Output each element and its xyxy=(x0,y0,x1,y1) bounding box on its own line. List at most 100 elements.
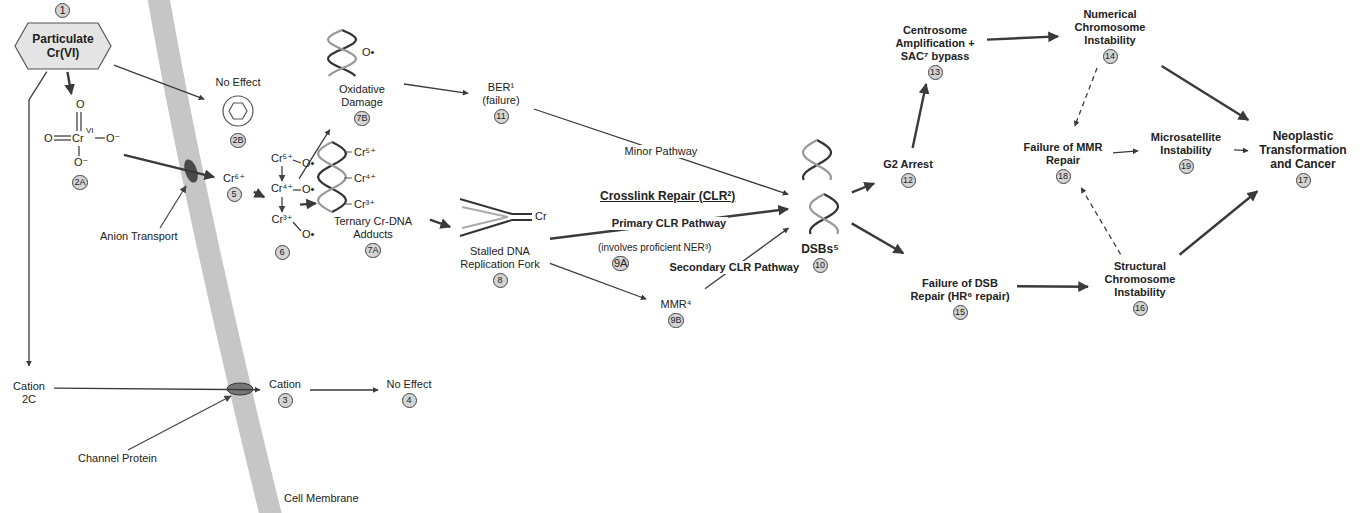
flow-step: No Effect2B xyxy=(206,74,270,150)
bond xyxy=(78,146,79,156)
node-text: Microsatellite Instability xyxy=(1142,131,1230,157)
callout-number: 10 xyxy=(813,258,828,273)
replication-fork xyxy=(460,199,532,236)
callout-number: 9B xyxy=(668,313,683,328)
arrow xyxy=(293,160,301,163)
bond xyxy=(54,139,71,140)
dna-strand xyxy=(810,194,838,234)
flow-arrow xyxy=(1162,66,1249,120)
text-label: Anion Transport xyxy=(100,230,178,243)
text-label: Cr³⁺ xyxy=(354,198,375,211)
arrow xyxy=(281,197,282,212)
flow-step: Oxidative Damage7B xyxy=(322,28,402,128)
flow-step: Numerical Chromosome Instability 14 xyxy=(1060,2,1160,66)
strand xyxy=(462,207,508,217)
flow-arrow xyxy=(68,72,72,94)
flow-step: Cr⁶⁺5 xyxy=(216,160,252,204)
flow-step: Microsatellite Instability 19 xyxy=(1140,118,1232,176)
flow-step: G2 Arrest 12 xyxy=(876,150,940,190)
flow-arrow xyxy=(430,220,450,227)
hexagon-shape xyxy=(15,23,111,69)
bond xyxy=(95,137,105,138)
edge-label: Secondary CLR Pathway xyxy=(667,261,801,274)
flow-arrow xyxy=(1180,191,1258,254)
arrow xyxy=(293,222,301,231)
bond xyxy=(80,112,81,131)
flow-step: Failure of DSB Repair (HR⁶ repair)15 xyxy=(905,250,1015,322)
callout-number: 1 xyxy=(55,3,70,18)
flow-arrow xyxy=(1017,285,1088,288)
callout-number: 12 xyxy=(901,173,916,188)
flow-step: Cation2C xyxy=(6,368,52,408)
flow-step: Centrosome Amplification + SAC⁷ bypass13 xyxy=(885,2,985,82)
flow-arrow xyxy=(1234,149,1248,151)
callout-number: 6 xyxy=(275,245,290,260)
dna-strand xyxy=(328,30,356,76)
dna-strand xyxy=(803,140,831,180)
node-text: Numerical Chromosome Instability xyxy=(1062,8,1158,47)
flow-arrow xyxy=(310,389,378,390)
node-text: Cation xyxy=(13,380,45,393)
text-label: O⁻ xyxy=(106,132,120,145)
arrow xyxy=(293,189,301,190)
node-text: G2 Arrest xyxy=(883,158,933,171)
bond xyxy=(54,135,71,136)
callout-number: 7A xyxy=(365,243,380,258)
dna-strand xyxy=(328,30,356,76)
text-label: O xyxy=(76,98,85,111)
adduct-link xyxy=(344,178,352,179)
flow-arrow xyxy=(534,109,788,194)
node-text: Neoplastic Transformation and Cancer xyxy=(1252,129,1354,171)
flow-step: Cation3 xyxy=(262,370,308,410)
callout-number: 8 xyxy=(493,273,508,288)
callout-number: 5 xyxy=(227,187,242,202)
flow-step: Stalled DNA Replication Fork8 xyxy=(452,200,548,290)
callout-number: 16 xyxy=(1133,301,1148,316)
dna-strand xyxy=(810,194,838,234)
flow-arrow xyxy=(54,388,260,390)
text-label: O• xyxy=(362,46,374,59)
adduct-link xyxy=(344,152,352,153)
text-label: Cr⁴⁺ xyxy=(354,172,376,185)
node-text: Cr³⁺ xyxy=(271,213,292,226)
node-text: Oxidative Damage xyxy=(324,83,400,109)
callout-number: 14 xyxy=(1103,49,1118,64)
flow-arrow xyxy=(852,184,874,193)
node-text: Structural Chromosome Instability xyxy=(1092,260,1188,299)
text-label: Cell Membrane xyxy=(284,492,359,505)
callout-number: 2A xyxy=(72,175,87,190)
no-effect-icon xyxy=(223,96,253,126)
flow-arrow xyxy=(550,209,788,239)
flow-arrow xyxy=(300,203,316,204)
callout-number: 11 xyxy=(494,109,509,124)
chromate-bonds xyxy=(54,112,105,156)
flow-arrow xyxy=(852,223,904,253)
arrow xyxy=(281,166,282,181)
dna-strand xyxy=(318,142,346,212)
node-text: Failure of DSB Repair (HR⁶ repair) xyxy=(907,277,1013,303)
edge-label: Primary CLR Pathway xyxy=(610,217,728,230)
node-text: Failure of MMR Repair xyxy=(1017,141,1109,167)
node-text: Cation xyxy=(269,378,301,391)
node-text: 2C xyxy=(22,393,36,406)
callout-number: 19 xyxy=(1179,159,1194,174)
node-text: No Effect xyxy=(215,76,260,89)
adduct-link xyxy=(344,204,352,205)
flow-step: Failure of MMR Repair18 xyxy=(1015,128,1111,186)
strand xyxy=(462,217,508,228)
text-label: O• xyxy=(302,183,314,196)
flow-arrow xyxy=(254,192,264,197)
text-label: (involves proficient NER³) xyxy=(598,241,711,254)
flow-step: Neoplastic Transformation and Cancer17 xyxy=(1250,118,1356,190)
text-label: VI xyxy=(86,126,94,135)
text-label: O⁻ xyxy=(74,156,88,169)
node-text: No Effect xyxy=(386,378,431,391)
edge-label: Minor Pathway xyxy=(623,145,700,158)
flow-step: No Effect4 xyxy=(380,370,438,410)
text-label: Crosslink Repair (CLR²) xyxy=(600,190,735,203)
node-text: BER¹ (failure) xyxy=(472,81,530,107)
text-label: Cr xyxy=(72,132,84,145)
flow-arrow xyxy=(29,72,47,366)
